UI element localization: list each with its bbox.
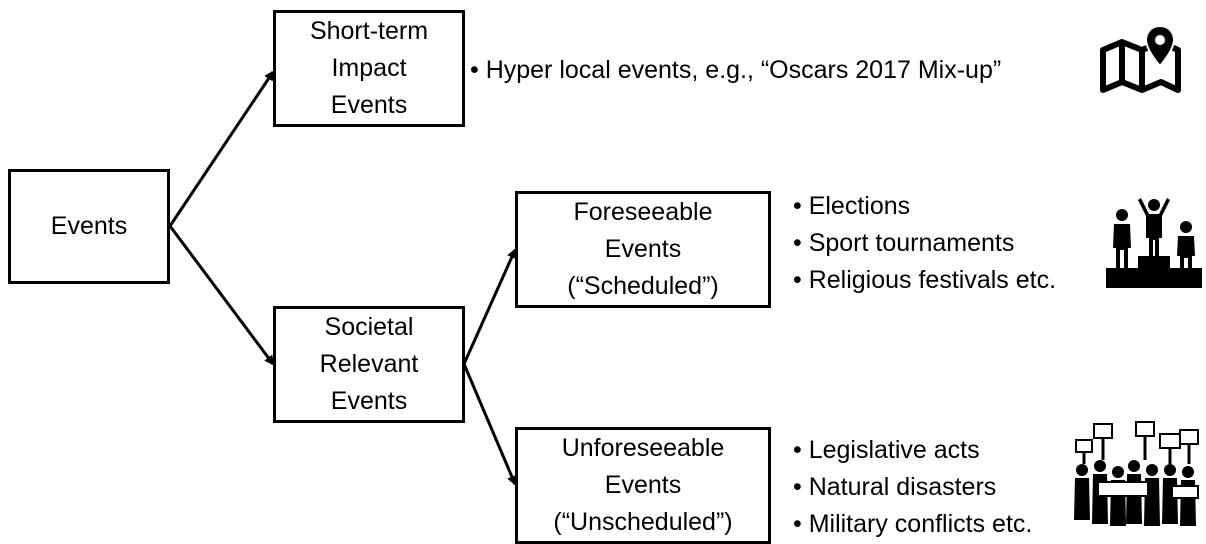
node-label-line: Unforeseeable (561, 434, 725, 462)
node-events: Events (8, 169, 170, 284)
arrow-societal-to-unforeseeable (462, 363, 517, 486)
bullet-item: • Hyper local events, e.g., “Oscars 2017… (470, 56, 1002, 84)
node-label-line: Events (330, 387, 408, 415)
protest-crowd-icon (1074, 421, 1199, 526)
node-short-term-impact-events: Short-term Impact Events (273, 10, 465, 127)
bullet-item: • Elections (793, 192, 911, 220)
node-label-line: Events (330, 91, 408, 119)
bullet-item: • Religious festivals etc. (793, 266, 1057, 294)
node-societal-relevant-events: Societal Relevant Events (273, 306, 465, 423)
bullet-item: • Sport tournaments (793, 229, 1015, 257)
node-label-line: Foreseeable (573, 198, 713, 226)
bullet-item: • Legislative acts (793, 436, 980, 464)
node-label-line: Relevant (319, 350, 419, 378)
node-label-line: Short-term (309, 17, 429, 45)
arrow-events-to-short-term (168, 70, 275, 227)
node-label-line: (“Unscheduled”) (553, 508, 733, 536)
node-foreseeable-events: Foreseeable Events (“Scheduled”) (515, 191, 771, 308)
node-label-line: (“Scheduled”) (567, 272, 719, 300)
node-label-line: Impact (331, 54, 407, 82)
node-label-line: Societal (324, 313, 414, 341)
unforeseeable-bullet-list: • Legislative acts • Natural disasters •… (793, 432, 1032, 543)
node-events-label: Events (50, 212, 128, 240)
arrow-societal-to-foreseeable (462, 248, 517, 365)
arrow-events-to-societal (168, 225, 275, 366)
foreseeable-bullet-list: • Elections • Sport tournaments • Religi… (793, 188, 1056, 299)
map-pin-icon (1100, 24, 1181, 93)
bullet-item: • Military conflicts etc. (793, 510, 1033, 538)
bullet-item: • Natural disasters (793, 473, 997, 501)
node-unforeseeable-events: Unforeseeable Events (“Unscheduled”) (515, 427, 771, 544)
short-term-bullet-list: • Hyper local events, e.g., “Oscars 2017… (470, 52, 1001, 89)
podium-icon (1106, 198, 1202, 288)
node-label-line: Events (604, 235, 682, 263)
node-label-line: Events (604, 471, 682, 499)
